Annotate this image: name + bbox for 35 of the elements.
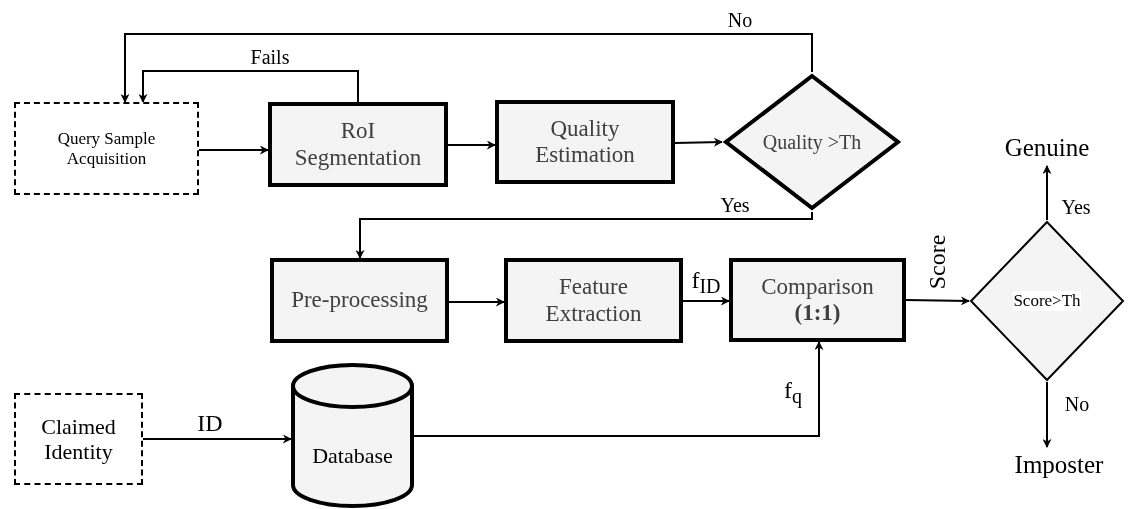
arrow	[142, 434, 292, 444]
arrow	[674, 137, 723, 147]
decision-diamond	[722, 72, 902, 212]
process-box	[270, 258, 449, 343]
arrow	[1042, 165, 1052, 221]
node-label: Feature Extraction	[544, 274, 643, 327]
node-label: Claimed Identity	[40, 413, 117, 465]
process-box	[729, 258, 906, 342]
arrow	[413, 341, 824, 437]
node-label: Pre-processing	[290, 287, 429, 314]
arrow	[682, 296, 730, 306]
arrow	[448, 297, 505, 307]
process-box	[14, 393, 143, 485]
node-label: Comparison (1:1)	[760, 273, 875, 327]
process-box	[14, 102, 199, 195]
arrow	[198, 145, 269, 155]
decision-diamond	[969, 220, 1125, 382]
arrow	[138, 70, 359, 103]
process-box	[268, 102, 448, 187]
node-label: Quality Estimation	[534, 115, 636, 169]
node-label: Query Sample Acquisition	[56, 128, 157, 169]
node-label: Database	[311, 442, 394, 469]
process-box	[495, 100, 675, 184]
arrow	[1042, 381, 1052, 448]
node-label: Imposter	[1014, 450, 1104, 480]
arrow	[905, 296, 970, 306]
node-label: Score>Th	[1013, 291, 1081, 311]
arrow	[355, 211, 813, 259]
arrow	[120, 33, 813, 103]
node-label: Quality >Th	[761, 130, 863, 154]
arrow	[447, 140, 496, 150]
process-box	[504, 258, 683, 343]
database-cylinder	[291, 363, 414, 508]
node-label: Genuine	[1004, 133, 1090, 163]
node-label: RoI Segmentation	[293, 118, 423, 171]
